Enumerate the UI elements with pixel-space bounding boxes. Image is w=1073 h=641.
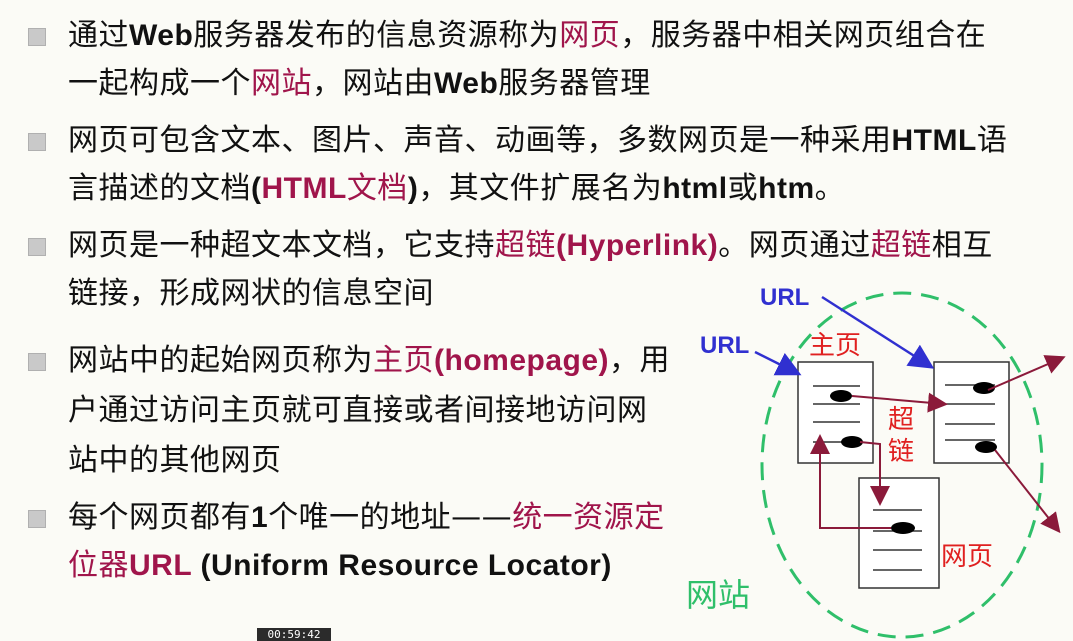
text-segment: (Uniform Resource Locator) [191,549,612,582]
text-segment: 网页可包含文本、图片、声音、动画等，多数网页是一种采用 [68,123,892,158]
bullet-4-line-3: 站中的其他网页 [68,439,282,483]
text-segment: ) [407,172,419,205]
bullet-5-line-2: 位器URL (Uniform Resource Locator) [68,544,612,588]
text-segment: 户通过访问主页就可直接或者间接地访问网 [68,393,648,428]
bullet-3-line-2: 链接，形成网状的信息空间 [68,272,434,316]
text-segment: 主页 [373,343,434,378]
bullet-2-line-1: 网页可包含文本、图片、声音、动画等，多数网页是一种采用HTML语 [68,119,1007,163]
text-segment: Web [129,19,194,52]
text-segment: ，网站由 [312,66,434,101]
text-segment: 。网页通过 [718,228,871,263]
bullet-marker-1 [28,28,46,46]
bullet-4-line-1: 网站中的起始网页称为主页(homepage)，用 [68,339,670,383]
text-segment: 语 [976,123,1008,158]
text-segment: 每个网页都有 [68,500,251,535]
bullet-3-line-1: 网页是一种超文本文档，它支持超链(Hyperlink)。网页通过超链相互 [68,224,993,268]
text-segment: HTML [261,172,347,205]
text-segment: 服务器发布的信息资源称为 [193,18,560,53]
bullet-marker-4 [28,353,46,371]
text-segment: 或 [727,171,759,206]
bullet-1-line-1: 通过Web服务器发布的信息资源称为网页，服务器中相关网页组合在 [68,14,986,58]
url-label-2: URL [700,332,749,359]
text-segment: 超链 [870,228,932,263]
text-segment: HTML [891,124,977,157]
text-segment: Web [434,67,499,100]
text-segment: 。 [814,171,846,206]
hyperlink-label-char-2: 链 [888,436,914,466]
text-segment: 网页 [559,18,621,53]
hyperlink-arrow-subpage-to-home [810,434,891,529]
linked-page-document-icon [933,361,1010,464]
text-segment: 站中的其他网页 [68,443,282,478]
text-segment: 位器 [68,548,129,583]
text-segment: (Hyperlink) [556,229,719,262]
text-segment: ，其文件扩展名为 [418,171,663,206]
text-segment: ( [251,172,262,205]
bullet-marker-2 [28,133,46,151]
url-arrow-1 [821,295,935,369]
text-segment: html [662,172,728,205]
homepage-label: 主页 [809,330,861,360]
text-segment: (homepage) [434,344,610,377]
text-segment: 相互 [931,228,993,263]
bullet-marker-3 [28,238,46,256]
text-segment: 网站中的起始网页称为 [68,343,373,378]
subpage-document-icon [858,477,940,589]
hyperlink-label-char-1: 超 [888,404,914,434]
text-segment: ，用 [609,343,671,378]
text-segment: 网页是一种超文本文档，它支持 [68,228,495,263]
text-segment: 统一资源定 [512,500,665,535]
website-label: 网站 [686,577,750,613]
text-segment: URL [129,549,192,582]
url-arrow-2 [754,350,802,376]
homepage-document-icon [797,361,874,464]
video-timestamp: 00:59:42 [257,628,331,641]
text-segment: 网站 [251,66,312,101]
hyperlink-arrow-outbound-1 [987,355,1066,391]
text-segment: 1 [251,501,269,534]
text-segment: 个唯一的地址—— [268,500,513,535]
text-segment: 通过 [68,18,129,53]
bullet-1-line-2: 一起构成一个网站，网站由Web服务器管理 [68,62,651,106]
text-segment: ，服务器中相关网页组合在 [620,18,987,53]
text-segment: 言描述的文档 [68,171,251,206]
bullet-4-line-2: 户通过访问主页就可直接或者间接地访问网 [68,389,648,433]
text-segment: 一起构成一个 [68,66,251,101]
hyperlink-arrow-home-to-subpage [859,441,890,506]
bullet-5-line-1: 每个网页都有1个唯一的地址——统一资源定 [68,496,665,540]
bullet-marker-5 [28,510,46,528]
website-boundary-ellipse [760,291,1044,639]
webpage-label: 网页 [941,541,993,571]
text-segment: 链接，形成网状的信息空间 [68,276,434,311]
text-segment: htm [758,172,815,205]
hyperlink-arrow-outbound-2 [994,449,1061,534]
text-segment: 文档 [346,171,408,206]
bullet-2-line-2: 言描述的文档(HTML文档)，其文件扩展名为html或htm。 [68,167,845,211]
text-segment: 超链 [495,228,556,263]
text-segment: 服务器管理 [498,66,651,101]
hyperlink-arrow-home-to-page [851,392,948,413]
url-label-1: URL [760,284,809,311]
